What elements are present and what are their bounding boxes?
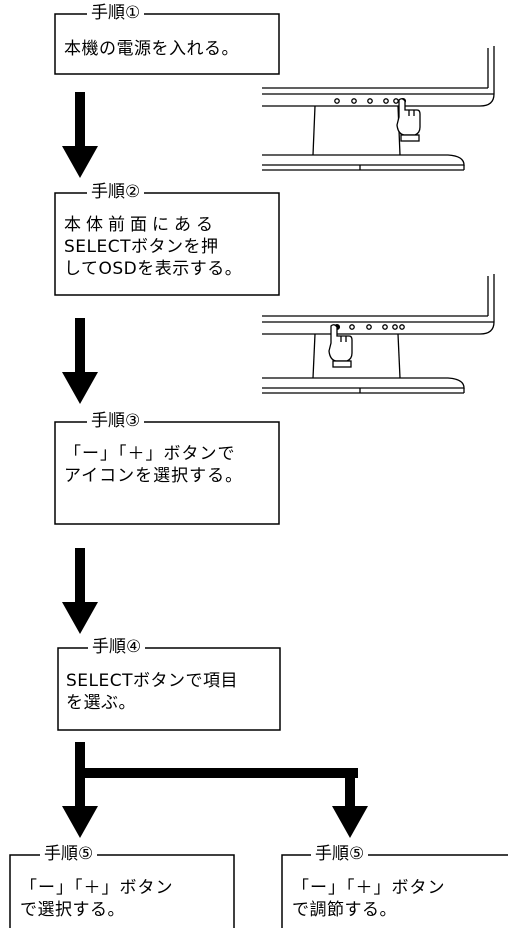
step-4-line-1: SELECTボタンで項目: [66, 671, 238, 691]
step-2-line-1: 本体前面にある: [64, 215, 218, 235]
monitor-illustration-2: [262, 274, 495, 394]
step-3-title: 手順③: [87, 411, 145, 431]
step-5b-title: 手順⑤: [311, 844, 369, 864]
arrow-4-to-5-branch: [62, 742, 368, 838]
step-5a-title: 手順⑤: [40, 844, 98, 864]
step-1-title: 手順①: [87, 3, 145, 23]
step-2-line-3: してOSDを表示する。: [64, 259, 243, 279]
step-5a-line-1: 「ー」「＋」ボタン: [20, 878, 174, 898]
step-2-line-2: SELECTボタンを押: [64, 237, 219, 257]
step-5b-line-1: 「ー」「＋」ボタン: [292, 878, 446, 898]
step-5b-box: [281, 854, 508, 928]
step-3-box: [54, 421, 280, 525]
step-5a-box: [9, 854, 235, 928]
step-4-line-2: を選ぶ。: [66, 693, 136, 713]
arrow-2-to-3: [62, 318, 98, 404]
step-5b-line-2: で調節する。: [292, 900, 397, 920]
step-2-box: [54, 192, 280, 296]
step-1-box: [54, 13, 280, 75]
step-2-title: 手順②: [87, 182, 145, 202]
step-4-box: [57, 647, 281, 731]
step-5a-line-2: で選択する。: [20, 900, 125, 920]
arrow-3-to-4: [62, 548, 98, 634]
step-4-title: 手順④: [88, 637, 146, 657]
arrow-1-to-2: [62, 92, 98, 178]
monitor-illustration-1: [262, 46, 495, 171]
step-3-line-2: アイコンを選択する。: [64, 466, 244, 486]
step-3-line-1: 「ー」「＋」ボタンで: [64, 444, 236, 464]
step-1-line-1: 本機の電源を入れる。: [64, 39, 239, 59]
